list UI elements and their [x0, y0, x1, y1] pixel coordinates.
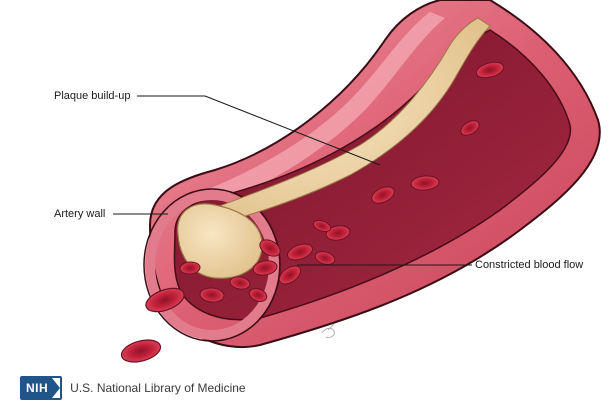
blood-cell	[410, 175, 440, 191]
label-artery-wall: Artery wall	[54, 208, 106, 220]
credit-text: U.S. National Library of Medicine	[70, 381, 246, 395]
blood-cell	[252, 260, 278, 276]
blood-cell	[179, 261, 201, 275]
blood-cell	[460, 120, 480, 136]
nih-logo: NIH	[20, 376, 63, 400]
credit-line: NIH U.S. National Library of Medicine	[20, 376, 246, 400]
label-constricted-blood-flow: Constricted blood flow	[475, 259, 584, 271]
blood-cell	[475, 61, 505, 79]
blood-cell	[325, 225, 351, 241]
plaque-layer	[183, 17, 491, 226]
loose-blood-cell	[145, 287, 185, 313]
nih-logo-arrow-icon	[52, 378, 61, 398]
blood-cell	[278, 265, 302, 285]
blood-cell	[287, 243, 313, 261]
artist-signature	[321, 323, 335, 338]
artery-cross-section-outline	[143, 188, 281, 342]
blood-cell	[312, 219, 332, 233]
blood-cell	[199, 287, 225, 303]
label-plaque-build-up: Plaque build-up	[54, 90, 131, 102]
blood-cell	[229, 276, 251, 290]
nih-logo-text: NIH	[22, 378, 53, 398]
blood-cell	[314, 251, 336, 265]
blood-cell	[248, 288, 268, 302]
loose-blood-cell	[120, 339, 162, 363]
blood-cells	[179, 61, 505, 303]
blood-cell	[371, 186, 395, 204]
blood-cell	[259, 239, 281, 257]
leader-line-plaque-diag	[204, 95, 381, 166]
